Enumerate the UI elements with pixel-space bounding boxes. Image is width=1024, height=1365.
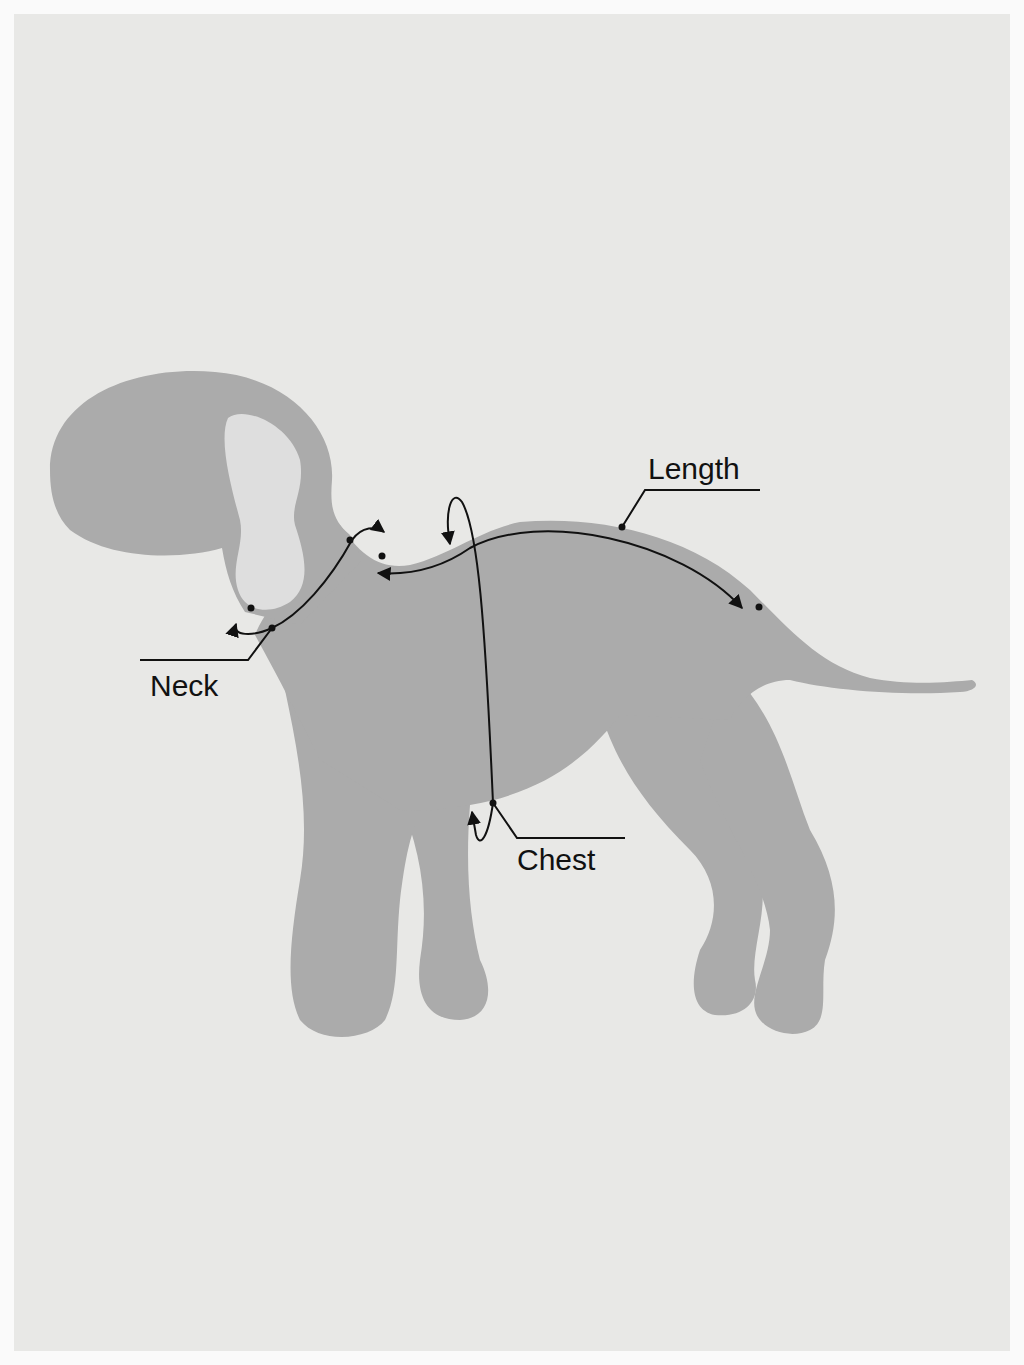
point <box>347 537 354 544</box>
chest-line <box>448 498 493 803</box>
measurement-label: Neck <box>150 669 218 702</box>
measurement-label: Length <box>648 452 740 485</box>
point <box>619 524 626 531</box>
dog-silhouette <box>50 371 976 1037</box>
length-line <box>378 531 742 608</box>
point <box>490 800 497 807</box>
point <box>269 625 276 632</box>
body <box>255 521 976 811</box>
hind-leg <box>700 670 835 1034</box>
ear <box>225 414 305 610</box>
measure-points <box>248 524 763 807</box>
head <box>50 371 362 625</box>
neck-line <box>352 528 384 540</box>
leader-line <box>622 490 760 527</box>
chest-line <box>472 803 493 840</box>
leader-line <box>140 628 272 660</box>
point <box>379 553 386 560</box>
neck-line <box>235 540 352 634</box>
point <box>756 604 763 611</box>
point <box>248 605 255 612</box>
measurement-label: Chest <box>517 843 595 876</box>
ground <box>14 14 1010 1351</box>
measurement-lines <box>140 490 760 840</box>
leader-line <box>493 803 625 838</box>
